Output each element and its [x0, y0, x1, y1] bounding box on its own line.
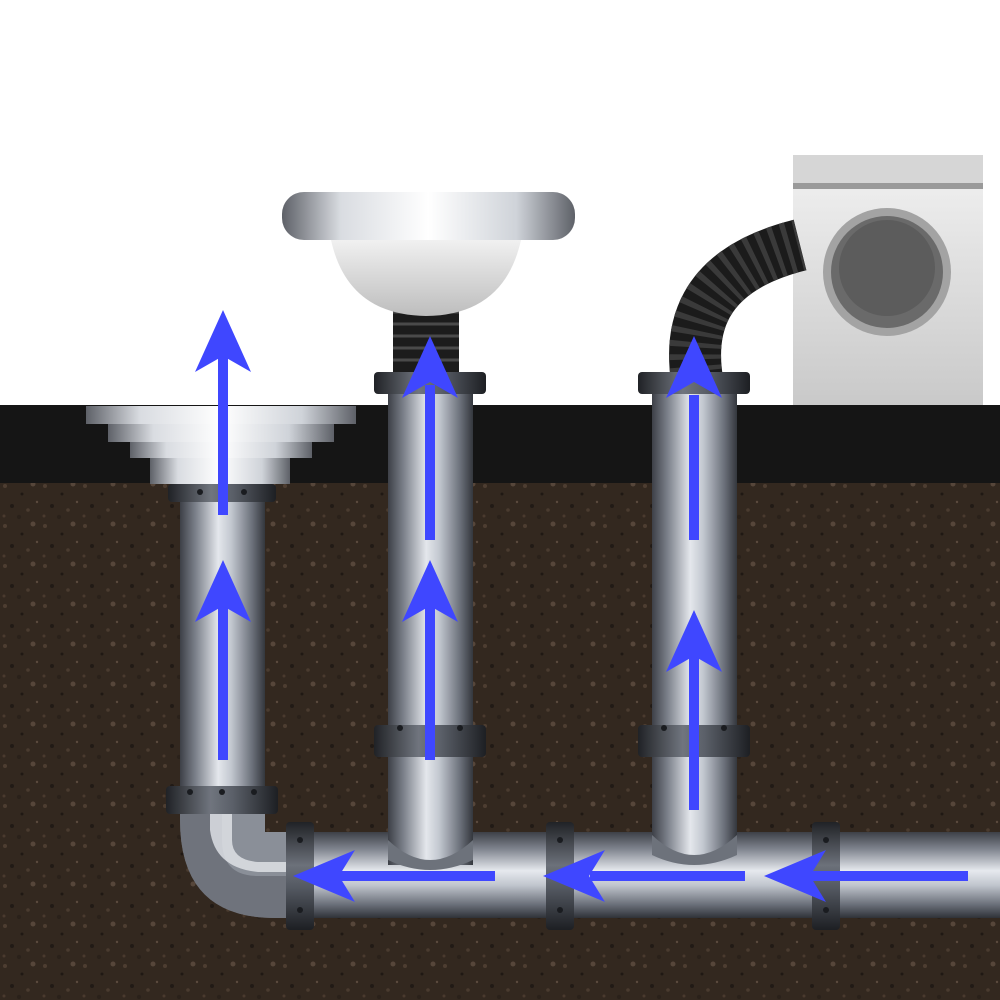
arrow-up-icon [195, 310, 251, 515]
washing-machine-icon [793, 155, 983, 405]
arrow-left-icon [764, 850, 968, 902]
soil [0, 480, 1000, 1000]
arrow-up-icon [402, 560, 458, 760]
flow-arrows [195, 310, 968, 902]
arrow-up-icon [666, 610, 722, 810]
flange [374, 372, 486, 394]
floor-drain-icon [86, 406, 356, 484]
arrow-up-icon [402, 336, 458, 540]
flange [638, 372, 750, 394]
arrow-up-icon [666, 336, 722, 540]
arrow-left-icon [543, 850, 745, 902]
flange [166, 786, 278, 814]
arrow-left-icon [293, 850, 495, 902]
arrow-up-icon [195, 560, 251, 760]
